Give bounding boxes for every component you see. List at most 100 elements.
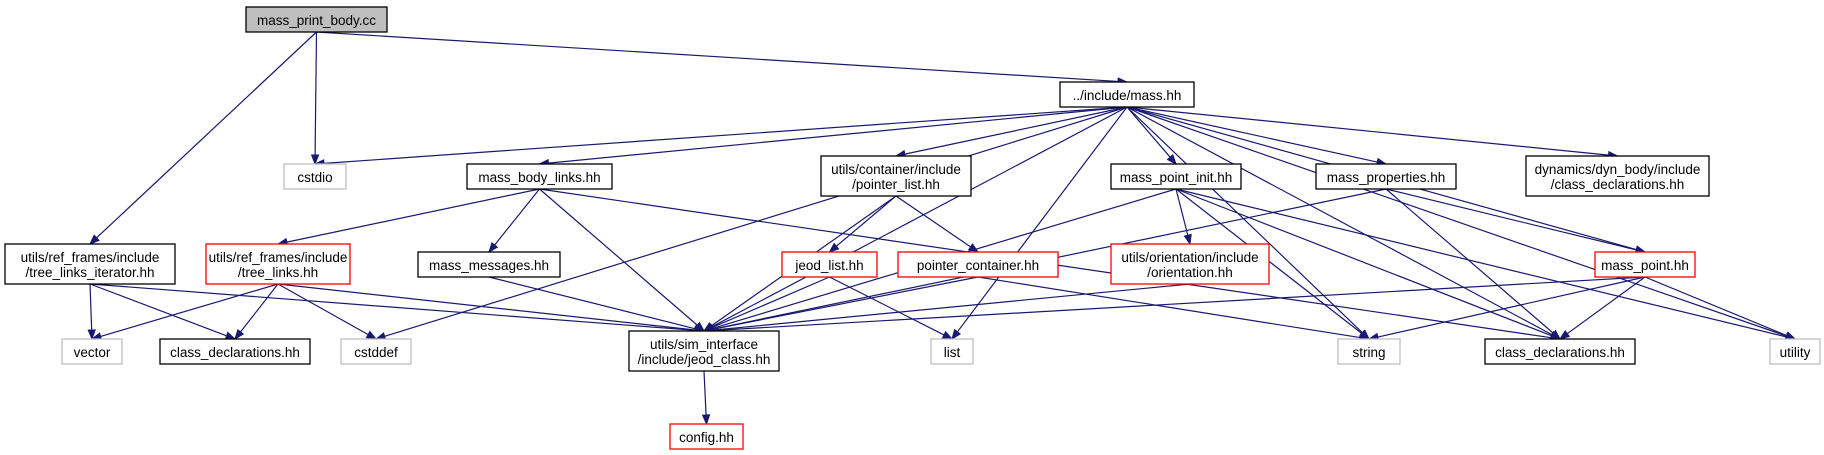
- arrowhead: [234, 328, 245, 341]
- node-box: [930, 338, 974, 365]
- node-label: mass_body_links.hh: [478, 170, 600, 185]
- node-label: /orientation.hh: [1147, 265, 1233, 280]
- edge-pointer_container-to-jeod_class: [702, 276, 979, 334]
- node-mass_properties[interactable]: mass_properties.hh: [1315, 163, 1457, 190]
- node-class_decl_left[interactable]: class_declarations.hh: [159, 338, 311, 365]
- edge-pointer_container-to-string: [977, 276, 1371, 342]
- nodes-layer: mass_print_body.cc ../include/mass.hh cstd…: [4, 6, 1821, 450]
- node-box: [417, 251, 561, 278]
- node-mass_body_links[interactable]: mass_body_links.hh: [466, 163, 613, 190]
- edge-line: [829, 276, 945, 336]
- edge-jeod_class-to-config: [701, 370, 711, 426]
- arrowhead: [488, 241, 499, 254]
- node-config[interactable]: config.hh: [669, 423, 744, 450]
- edge-mass_hh-to-jeod_class: [702, 106, 1128, 332]
- edge-line: [711, 106, 1128, 328]
- arrowhead: [1558, 330, 1571, 340]
- edge-mass_messages-to-jeod_class: [488, 276, 706, 333]
- node-mass_point[interactable]: mass_point.hh: [1594, 251, 1696, 278]
- node-pointer_list[interactable]: utils/container/include/pointer_list.hh: [820, 155, 972, 197]
- arrowhead: [87, 329, 96, 341]
- edge-line: [712, 276, 1646, 332]
- node-label: mass_print_body.cc: [257, 13, 376, 28]
- arrowhead: [88, 234, 100, 245]
- node-box: [1594, 251, 1696, 278]
- edge-line: [1385, 188, 1554, 334]
- edge-mass_point-to-utility: [1644, 276, 1797, 340]
- node-dyn_class_decl[interactable]: dynamics/dyn_body/include/class_declarat…: [1525, 155, 1710, 197]
- edge-line: [277, 283, 696, 331]
- edge-line: [1175, 188, 1552, 337]
- node-cstddef[interactable]: cstddef: [340, 338, 412, 365]
- edge-mass_body_links-to-mass_messages: [488, 188, 540, 254]
- edge-line: [494, 188, 540, 246]
- edge-line: [1126, 106, 1363, 334]
- node-mass_hh[interactable]: ../include/mass.hh: [1059, 81, 1195, 108]
- node-list[interactable]: list: [930, 338, 974, 365]
- node-tree_links[interactable]: utils/ref_frames/include/tree_links.hh: [205, 243, 351, 285]
- edge-line: [977, 276, 1361, 339]
- edge-line: [539, 188, 698, 326]
- edge-mass_hh-to-cstddef: [374, 106, 1128, 341]
- edge-line: [1644, 276, 1787, 337]
- node-box: [1110, 163, 1242, 190]
- edge-root-to-cstdio: [310, 31, 320, 166]
- edge-line: [1566, 276, 1646, 335]
- node-class_decl_right[interactable]: class_declarations.hh: [1484, 338, 1636, 365]
- edge-jeod_list-to-jeod_class: [702, 276, 830, 332]
- arrowhead: [1166, 154, 1177, 166]
- node-label: string: [1352, 345, 1385, 360]
- edge-line: [712, 276, 830, 328]
- node-box: [781, 251, 878, 278]
- node-orientation[interactable]: utils/orientation/include/orientation.hh: [1110, 243, 1270, 285]
- node-label: /tree_links.hh: [238, 265, 318, 280]
- edge-pointer_list-to-pointer_container: [895, 195, 980, 253]
- edge-tree_links-to-class_decl_left: [234, 283, 279, 341]
- edge-line: [89, 283, 696, 331]
- node-utility[interactable]: utility: [1769, 338, 1821, 365]
- node-mass_messages[interactable]: mass_messages.hh: [417, 251, 561, 278]
- edge-line: [89, 283, 227, 337]
- node-label: mass_properties.hh: [1327, 170, 1446, 185]
- edge-tree_links_iterator-to-vector: [87, 283, 96, 341]
- node-box: [466, 163, 613, 190]
- node-string[interactable]: string: [1337, 338, 1401, 365]
- node-label: /include/jeod_class.hh: [638, 352, 771, 367]
- node-label: utils/sim_interface: [650, 337, 758, 352]
- node-box: [61, 338, 123, 365]
- node-jeod_class[interactable]: utils/sim_interface/include/jeod_class.h…: [628, 330, 780, 372]
- edge-line: [100, 283, 279, 338]
- edge-line: [323, 106, 1128, 164]
- node-box: [1315, 163, 1457, 190]
- node-box: [159, 338, 311, 365]
- edge-mass_body_links-to-jeod_class: [539, 188, 706, 332]
- node-label: utils/container/include: [831, 162, 961, 177]
- node-label: config.hh: [679, 430, 734, 445]
- edge-line: [712, 283, 1191, 331]
- node-pointer_container[interactable]: pointer_container.hh: [897, 251, 1059, 278]
- node-label: ../include/mass.hh: [1073, 88, 1182, 103]
- arrowhead: [701, 414, 711, 426]
- node-root[interactable]: mass_print_body.cc: [245, 6, 388, 33]
- node-box: [1110, 243, 1270, 285]
- arrowhead: [1550, 329, 1562, 340]
- node-tree_links_iterator[interactable]: utils/ref_frames/include/tree_links_iter…: [4, 243, 176, 285]
- edge-line: [240, 283, 279, 333]
- node-box: [1059, 81, 1195, 108]
- node-vector[interactable]: vector: [61, 338, 123, 365]
- edge-line: [904, 106, 1128, 155]
- edge-mass_hh-to-list: [951, 106, 1128, 341]
- arrowhead: [1183, 233, 1192, 246]
- node-mass_point_init[interactable]: mass_point_init.hh: [1110, 163, 1242, 190]
- edge-line: [96, 31, 317, 239]
- node-label: utils/ref_frames/include: [209, 250, 348, 265]
- node-jeod_list[interactable]: jeod_list.hh: [781, 251, 878, 278]
- node-cstdio[interactable]: cstdio: [283, 163, 347, 190]
- edge-mass_hh-to-mass_properties: [1126, 106, 1388, 167]
- node-box: [1337, 338, 1401, 365]
- edge-line: [89, 283, 93, 331]
- edge-line: [1126, 106, 1609, 156]
- arrowhead: [310, 154, 320, 166]
- edge-line: [316, 31, 1119, 83]
